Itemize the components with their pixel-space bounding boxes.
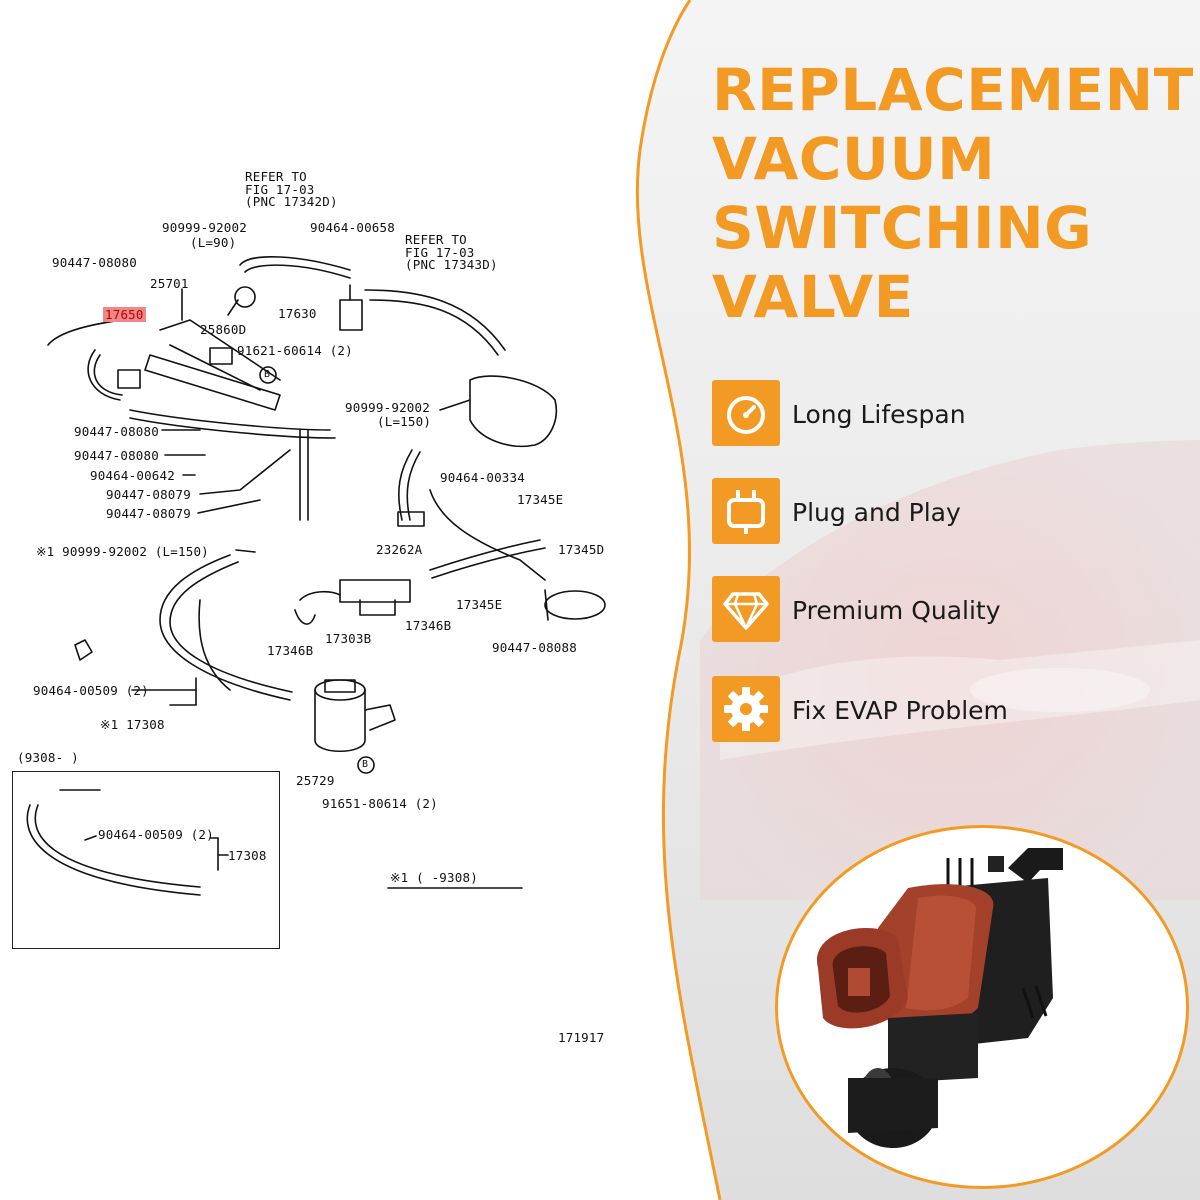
figure-number: 171917 (558, 1030, 605, 1045)
part-label: 17346B (267, 643, 314, 658)
part-label: 90999-92002 (162, 220, 247, 235)
part-label: 17308 (228, 848, 267, 863)
part-label: 17345E (456, 597, 503, 612)
diamond-icon (712, 576, 780, 642)
feature-label: Fix EVAP Problem (792, 696, 1008, 725)
gear-icon (712, 676, 780, 742)
part-label: ※1 ( -9308) (390, 870, 478, 885)
part-label: 25860D (200, 322, 247, 337)
part-label: 90464-00658 (310, 220, 395, 235)
b-marker: B (264, 369, 271, 380)
feature-label: Long Lifespan (792, 400, 966, 429)
feature-fix-evap: Fix EVAP Problem (712, 676, 1182, 742)
part-label: 90447-08080 (74, 448, 159, 463)
feature-label: Plug and Play (792, 498, 961, 527)
part-label: 17346B (405, 618, 452, 633)
title-line-3: SWITCHING (712, 194, 1093, 262)
part-label: 17303B (325, 631, 372, 646)
part-label: 23262A (376, 542, 423, 557)
part-label: (L=150) (377, 414, 432, 429)
part-label: 25701 (150, 276, 189, 291)
valve-product-image (817, 848, 1063, 1148)
part-label: 17345D (558, 542, 605, 557)
part-label: 90464-00509 (2) (33, 683, 149, 698)
feature-premium-quality: Premium Quality (712, 576, 1182, 642)
part-label: 90447-08088 (492, 640, 577, 655)
part-label: ※1 17308 (100, 717, 165, 732)
part-label: 90464-00334 (440, 470, 525, 485)
part-label: (L=90) (190, 235, 237, 250)
part-label: 90447-08080 (52, 255, 137, 270)
part-label: 90464-00509 (2) (98, 827, 214, 842)
part-label: 17630 (278, 306, 317, 321)
plug-icon (712, 478, 780, 544)
stopwatch-icon (712, 380, 780, 446)
part-label: 90447-08080 (74, 424, 159, 439)
part-label: 90447-08079 (106, 506, 191, 521)
part-label: 91621-60614 (2) (237, 343, 353, 358)
title-line-2: VACUUM (712, 125, 996, 193)
title-line-1: REPLACEMENT (712, 56, 1194, 124)
part-label: 90447-08079 (106, 487, 191, 502)
feature-label: Premium Quality (792, 596, 1001, 625)
part-label: 25729 (296, 773, 335, 788)
title-line-4: VALVE (712, 263, 914, 331)
highlighted-part-17650: 17650 (103, 307, 146, 322)
part-label: ※1 90999-92002 (L=150) (36, 544, 209, 559)
part-label: 91651-80614 (2) (322, 796, 438, 811)
feature-long-lifespan: Long Lifespan (712, 380, 1182, 446)
product-photo-circle (775, 825, 1189, 1189)
b-marker: B (362, 759, 369, 770)
part-label: (9308- ) (17, 750, 79, 765)
feature-plug-and-play: Plug and Play (712, 478, 1182, 544)
inset-box (12, 771, 280, 949)
product-title: REPLACEMENT VACUUM SWITCHING VALVE (712, 56, 1194, 332)
part-label: 90999-92002 (345, 400, 430, 415)
part-label: 90464-00642 (90, 468, 175, 483)
part-label: 17345E (517, 492, 564, 507)
